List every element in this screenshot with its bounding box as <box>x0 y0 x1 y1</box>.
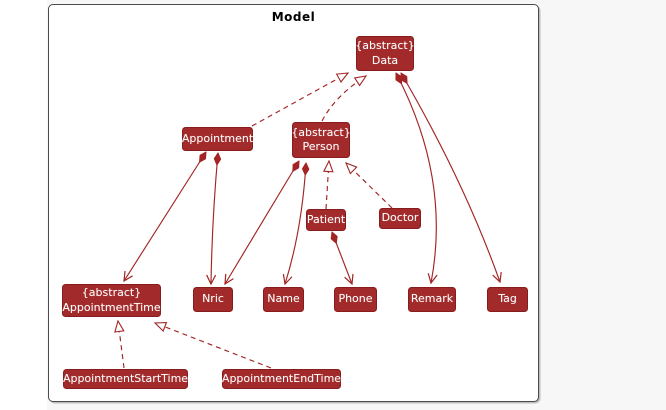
diagram-title: Model <box>271 10 316 24</box>
class-node-label: Nric <box>202 292 224 306</box>
diagram-frame: Model <box>48 4 539 402</box>
class-node-tag: Tag <box>487 287 528 312</box>
class-node-appointment: Appointment <box>182 127 253 151</box>
class-node-label: Tag <box>498 292 517 306</box>
class-node-label: Data <box>371 53 399 67</box>
class-node-doctor: Doctor <box>379 208 421 229</box>
class-node-phone: Phone <box>334 287 377 312</box>
class-node-patient: Patient <box>306 209 346 231</box>
class-node-label: AppointmentEndTime <box>221 371 342 385</box>
class-node-label: Person <box>302 140 340 153</box>
class-node-label: {abstract} <box>291 125 351 139</box>
class-node-label: Phone <box>338 292 373 306</box>
class-node-label: AppointmentStartTime <box>62 371 189 385</box>
class-node-label: Remark <box>410 292 454 306</box>
class-node-label: Doctor <box>381 211 419 225</box>
class-node-label: AppointmentTime <box>62 300 161 314</box>
class-node-nric: Nric <box>193 287 233 312</box>
class-node-label: Appointment <box>181 131 254 145</box>
class-node-appointmentstarttime: AppointmentStartTime <box>63 369 188 389</box>
class-node-name: Name <box>263 287 304 312</box>
class-node-label: {abstract} <box>355 39 415 53</box>
class-node-label: Patient <box>306 212 346 226</box>
class-node-person: {abstract}Person <box>291 122 351 158</box>
class-node-appointmentendtime: AppointmentEndTime <box>222 369 341 389</box>
class-node-data: {abstract}Data <box>355 36 415 71</box>
class-node-appointmenttime: {abstract}AppointmentTime <box>62 284 161 317</box>
class-node-label: {abstract} <box>81 286 142 300</box>
left-gutter <box>0 0 47 410</box>
class-node-label: Name <box>267 292 300 306</box>
class-node-remark: Remark <box>408 287 456 312</box>
